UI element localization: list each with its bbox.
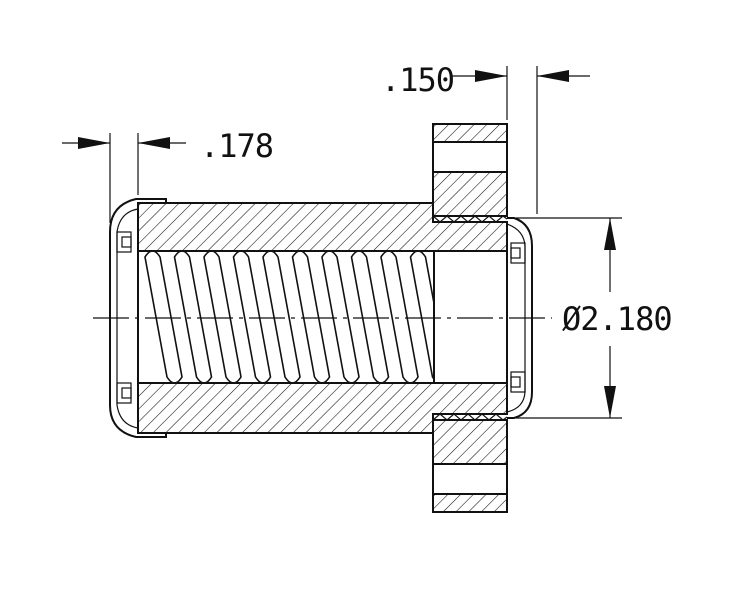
right-seal-outer-contour [507, 217, 533, 419]
dim-label-flange-width: .150 [381, 61, 454, 99]
arrow-icon [537, 70, 569, 82]
left-seal-lip-top [116, 231, 132, 253]
flange-bottom-outer [432, 493, 508, 513]
nut-bore-relief [433, 250, 508, 384]
arrow-icon [78, 137, 110, 149]
right-seal-inner-contour [506, 223, 526, 413]
left-seal-lip-bottom-inner [121, 387, 132, 399]
dimension-flange-width: .150 [381, 61, 590, 214]
right-seal-lip-top [510, 242, 526, 264]
left-seal-lip-top-inner [121, 236, 132, 248]
arrow-icon [604, 386, 616, 418]
arrow-icon [138, 137, 170, 149]
flange [432, 123, 508, 513]
right-seal-lip-bottom-inner [510, 376, 521, 388]
flange-top-outer [432, 123, 508, 143]
dim-label-diameter: Ø2.180 [562, 300, 672, 338]
flange-top-inner [432, 171, 508, 217]
dimension-diameter: Ø2.180 [516, 217, 673, 419]
right-wiper-seal [506, 217, 533, 419]
dim-label-seal-width: .178 [200, 127, 273, 165]
right-seal-lip-top-inner [510, 247, 521, 259]
dimension-seal-width: .178 [62, 127, 274, 223]
right-seal-lip-bottom [510, 371, 526, 393]
nut-body [137, 202, 508, 434]
bore-outline [137, 250, 435, 384]
left-seal-lip-bottom [116, 382, 132, 404]
arrow-icon [604, 218, 616, 250]
flange-bottom-gap [432, 463, 508, 495]
arrow-icon [475, 70, 507, 82]
flange-bottom-inner [432, 419, 508, 465]
flange-top-gap [432, 141, 508, 173]
ball-grooves [138, 251, 434, 383]
